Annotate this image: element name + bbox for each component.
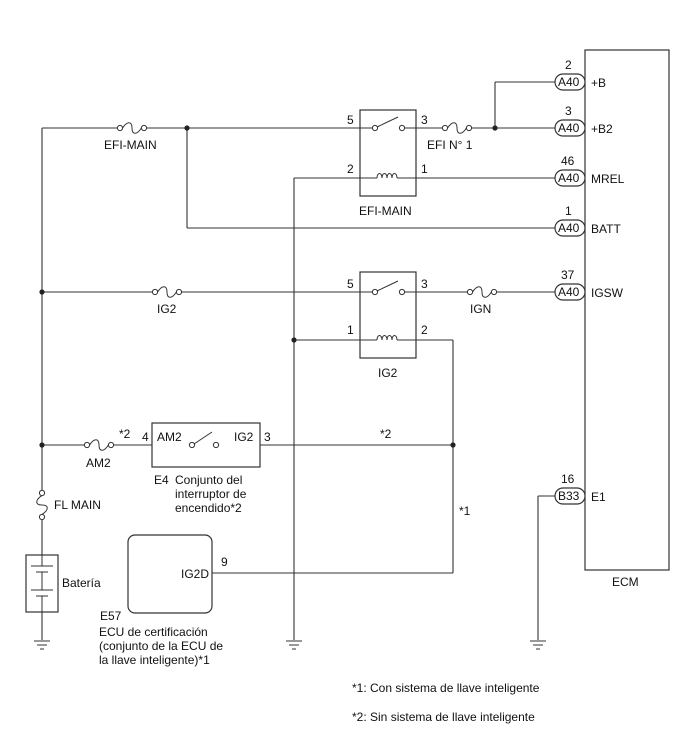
fuse-fl-main: FL MAIN bbox=[36, 489, 101, 521]
fuse-efi-main-label: EFI-MAIN bbox=[104, 138, 157, 152]
ecu-certificacion-e57: IG2D 9 E57 ECU de certificación (conjunt… bbox=[99, 534, 228, 667]
ecm-pin-label: MREL bbox=[591, 172, 625, 186]
relay-ig2-pin5: 5 bbox=[347, 277, 354, 291]
relay-efi-main-pin3: 3 bbox=[421, 113, 428, 127]
fuse-efi-main: EFI-MAIN bbox=[104, 122, 157, 152]
ecm-pin-num: 46 bbox=[561, 154, 575, 168]
switch-name-line-1: Conjunto del bbox=[175, 473, 242, 487]
relay-ig2-label: IG2 bbox=[378, 366, 398, 380]
fuse-efi-no1: EFI N° 1 bbox=[427, 122, 473, 152]
fuse-am2-label: AM2 bbox=[86, 456, 111, 470]
footnote-2: *2: Sin sistema de llave inteligente bbox=[352, 710, 535, 724]
ecu-name-line-3: la llave inteligente)*1 bbox=[99, 653, 210, 667]
switch-code: E4 bbox=[154, 473, 169, 487]
ecu-name-line-2: (conjunto de la ECU de bbox=[99, 639, 223, 653]
wire-note-star2-left: *2 bbox=[119, 427, 131, 441]
switch-pin-left: 4 bbox=[142, 430, 149, 444]
ground-icon bbox=[34, 640, 50, 650]
fuse-ign: IGN bbox=[466, 286, 498, 316]
switch-term-ig2: IG2 bbox=[234, 430, 254, 444]
ecm-pin-conn: A40 bbox=[558, 75, 580, 89]
switch-name-line-3: encendido*2 bbox=[175, 501, 242, 515]
fuse-efi-no1-label: EFI N° 1 bbox=[427, 138, 473, 152]
ecm-pin-num: 3 bbox=[565, 104, 572, 118]
relay-ig2-pin3: 3 bbox=[421, 277, 428, 291]
ecm-pin-igsw: A40 37 IGSW bbox=[554, 268, 624, 301]
switch-name-line-2: interruptor de bbox=[175, 487, 247, 501]
relay-efi-main-pin5: 5 bbox=[347, 113, 354, 127]
ecm-pin-num: 2 bbox=[565, 58, 572, 72]
ecm-pin-num: 1 bbox=[565, 204, 572, 218]
ecm-pin-batt: A40 1 BATT bbox=[554, 204, 621, 237]
junction-dots bbox=[39, 125, 498, 448]
ecm-pin-b2: A40 3 +B2 bbox=[554, 104, 613, 137]
ecm-pin-label: E1 bbox=[591, 490, 606, 504]
ecu-name-line-1: ECU de certificación bbox=[99, 625, 208, 639]
ecm-pin-num: 16 bbox=[561, 472, 575, 486]
ground-icon bbox=[530, 640, 546, 650]
ecm-pin-label: IGSW bbox=[591, 286, 624, 300]
fuse-ig2: IG2 bbox=[151, 286, 183, 316]
footnote-1: *1: Con sistema de llave inteligente bbox=[352, 681, 540, 695]
ecm-pin-conn: B33 bbox=[558, 489, 580, 503]
ecm-label: ECM bbox=[612, 575, 639, 589]
switch-term-am2: AM2 bbox=[157, 430, 182, 444]
switch-pin-right: 3 bbox=[264, 430, 271, 444]
ecm-pin-num: 37 bbox=[561, 268, 575, 282]
fuse-am2: AM2 bbox=[83, 439, 115, 470]
relay-efi-main: 5 3 2 1 EFI-MAIN bbox=[347, 109, 428, 218]
ecm-pin-mrel: A40 46 MREL bbox=[554, 154, 625, 187]
ecm-pin-conn: A40 bbox=[558, 221, 580, 235]
ecm: ECM A40 2 +B A40 3 +B2 A40 46 MREL A40 1… bbox=[554, 49, 670, 589]
ground-icon bbox=[286, 640, 302, 650]
battery-label: Batería bbox=[62, 576, 101, 590]
relay-efi-main-pin1: 1 bbox=[421, 162, 428, 176]
battery: Batería bbox=[25, 554, 101, 613]
wire-note-star1: *1 bbox=[459, 504, 471, 518]
fuse-ig2-label: IG2 bbox=[157, 302, 177, 316]
wires bbox=[41, 81, 557, 640]
ecm-pin-conn: A40 bbox=[558, 121, 580, 135]
ecm-pin-label: +B2 bbox=[591, 122, 613, 136]
footnotes: *1: Con sistema de llave inteligente *2:… bbox=[352, 681, 540, 724]
ecm-pin-label: BATT bbox=[591, 222, 621, 236]
ecm-pin-conn: A40 bbox=[558, 171, 580, 185]
wire-note-star2-right: *2 bbox=[380, 427, 392, 441]
relay-ig2: 5 3 1 2 IG2 bbox=[347, 271, 428, 380]
relay-efi-main-pin2: 2 bbox=[347, 162, 354, 176]
ecm-pin-label: +B bbox=[591, 76, 606, 90]
relay-efi-main-label: EFI-MAIN bbox=[359, 204, 412, 218]
fuse-fl-main-label: FL MAIN bbox=[54, 498, 101, 512]
ecu-code: E57 bbox=[100, 609, 122, 623]
ecm-pin-conn: A40 bbox=[558, 285, 580, 299]
ecm-pin-e1: B33 16 E1 bbox=[554, 472, 606, 505]
relay-ig2-pin1: 1 bbox=[347, 323, 354, 337]
ecm-pin-b: A40 2 +B bbox=[554, 58, 606, 91]
relay-ig2-pin2: 2 bbox=[421, 323, 428, 337]
fuse-ign-label: IGN bbox=[470, 302, 491, 316]
ecu-terminal-ig2d: IG2D bbox=[181, 567, 209, 581]
ignition-switch-e4: *2 4 AM2 IG2 3 *2 E4 Conjunto del interr… bbox=[119, 422, 392, 515]
ecu-pin-9: 9 bbox=[221, 555, 228, 569]
